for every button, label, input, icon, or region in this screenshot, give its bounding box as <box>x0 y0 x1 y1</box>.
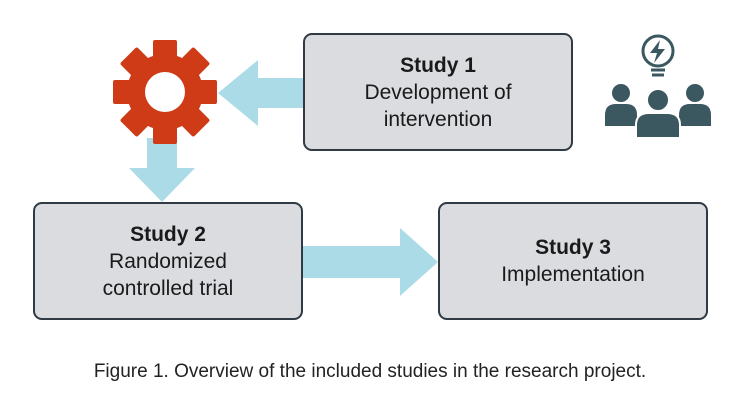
study1-line2: intervention <box>383 107 493 131</box>
study1-box: Study 1 Development of intervention <box>303 33 573 151</box>
gear-icon <box>113 40 217 144</box>
study2-box: Study 2 Randomized controlled trial <box>33 202 303 320</box>
arrow-gear-to-study2 <box>129 138 195 202</box>
study1-line1: Development of <box>364 80 512 104</box>
arrow-study1-to-gear <box>218 60 303 126</box>
team-idea-icon <box>605 34 711 139</box>
bolt-icon <box>650 40 665 63</box>
study2-title: Study 2 <box>130 222 206 246</box>
study3-box: Study 3 Implementation <box>438 202 708 320</box>
study3-line1: Implementation <box>501 263 645 286</box>
study2-line2: controlled trial <box>102 276 234 300</box>
figure-caption: Figure 1. Overview of the included studi… <box>93 361 647 382</box>
study3-title: Study 3 <box>535 236 611 259</box>
people-icon <box>605 84 711 139</box>
study2-line1: Randomized <box>109 249 227 273</box>
study1-title: Study 1 <box>400 53 476 77</box>
lightbulb-icon <box>641 34 675 77</box>
arrow-study2-to-study3 <box>303 228 438 296</box>
